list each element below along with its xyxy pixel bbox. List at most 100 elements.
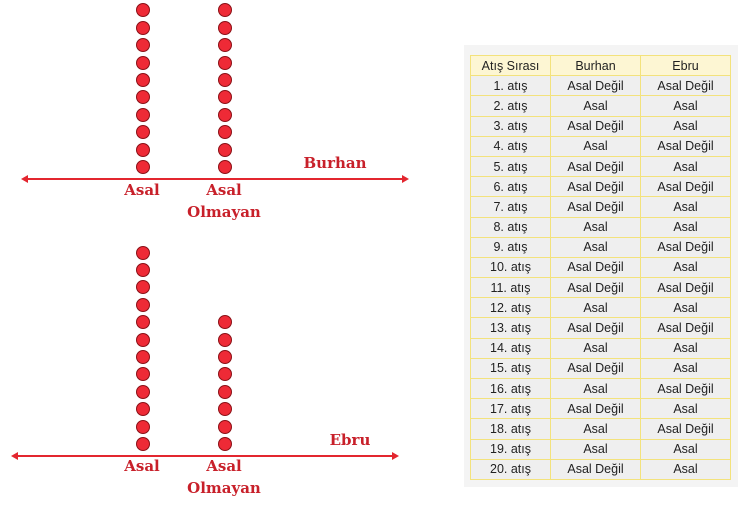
ebru-cell: Asal — [640, 357, 731, 380]
dot-marker — [136, 332, 150, 347]
dot-marker — [218, 367, 232, 382]
shot-order-cell: 7. atış — [470, 196, 551, 218]
dot-marker — [218, 315, 232, 330]
burhan-asal-olmayan-label-1: Asal — [206, 181, 242, 199]
burhan-cell: Asal — [550, 297, 641, 319]
dot-marker — [136, 125, 150, 140]
shot-order-cell: 10. atış — [470, 256, 551, 279]
ebru-asal-olmayan-label-1: Asal — [206, 457, 242, 475]
burhan-cell: Asal Değil — [550, 458, 641, 480]
ebru-cell: Asal — [640, 95, 731, 117]
shot-order-cell: 11. atış — [470, 277, 551, 299]
shot-order-cell: 2. atış — [470, 95, 551, 117]
burhan-cell: Asal Değil — [550, 357, 641, 380]
dot-marker — [136, 315, 150, 330]
shot-order-cell: 14. atış — [470, 337, 551, 359]
header-ebru: Ebru — [640, 54, 731, 77]
ebru-cell: Asal Değil — [640, 135, 731, 157]
dot-marker — [136, 142, 150, 157]
burhan-cell: Asal Değil — [550, 176, 641, 198]
dot-marker — [136, 263, 150, 277]
shot-order-cell: 17. atış — [470, 398, 551, 420]
ebru-cell: Asal Değil — [640, 277, 731, 299]
dot-marker — [218, 3, 232, 18]
burhan-series-label: Burhan — [303, 154, 367, 172]
burhan-cell: Asal — [550, 95, 641, 117]
dot-marker — [218, 419, 232, 434]
dot-marker — [136, 38, 150, 53]
ebru-cell: Asal Değil — [640, 236, 731, 258]
ebru-cell: Asal — [640, 256, 731, 279]
dot-marker — [218, 55, 232, 70]
dot-marker — [136, 20, 150, 35]
dot-marker — [218, 20, 232, 35]
ebru-cell: Asal — [640, 458, 731, 480]
ebru-cell: Asal Değil — [640, 418, 731, 440]
shot-order-cell: 5. atış — [470, 155, 551, 178]
ebru-cell: Asal Değil — [640, 176, 731, 198]
dot-marker — [136, 245, 150, 260]
dot-marker — [136, 367, 150, 382]
ebru-cell: Asal — [640, 216, 731, 238]
dot-marker — [136, 3, 150, 18]
shot-order-cell: 6. atış — [470, 176, 551, 198]
dot-marker — [218, 350, 232, 364]
burhan-cell: Asal — [550, 135, 641, 157]
dot-marker — [136, 90, 150, 105]
dot-marker — [136, 297, 150, 312]
dot-marker — [136, 107, 150, 122]
table-header-row: Atış Sırası Burhan Ebru — [470, 54, 731, 77]
dot-marker — [218, 142, 232, 157]
ebru-cell: Asal — [640, 155, 731, 178]
dot-marker — [136, 73, 150, 87]
burhan-cell: Asal Değil — [550, 155, 641, 178]
ebru-asal-label: Asal — [124, 457, 160, 475]
dot-marker — [136, 402, 150, 417]
shot-order-cell: 8. atış — [470, 216, 551, 238]
ebru-cell: Asal Değil — [640, 377, 731, 400]
shot-order-cell: 3. atış — [470, 115, 551, 137]
ebru-series-label: Ebru — [329, 431, 371, 449]
shot-order-cell: 18. atış — [470, 418, 551, 440]
burhan-cell: Asal — [550, 337, 641, 359]
ebru-cell: Asal — [640, 196, 731, 218]
ebru-cell: Asal Değil — [640, 317, 731, 339]
dot-marker — [218, 437, 232, 451]
burhan-cell: Asal Değil — [550, 115, 641, 137]
shot-order-cell: 4. atış — [470, 135, 551, 157]
shot-order-cell: 13. atış — [470, 317, 551, 339]
dot-marker — [136, 280, 150, 295]
dot-marker — [136, 160, 150, 174]
shot-order-cell: 19. atış — [470, 438, 551, 460]
shot-order-cell: 9. atış — [470, 236, 551, 258]
burhan-cell: Asal Değil — [550, 398, 641, 420]
shot-order-cell: 16. atış — [470, 377, 551, 400]
shot-order-cell: 20. atış — [470, 458, 551, 480]
dot-marker — [218, 160, 232, 174]
dot-marker — [218, 125, 232, 140]
burhan-axis-line — [21, 175, 409, 183]
dot-marker — [218, 107, 232, 122]
burhan-cell: Asal Değil — [550, 317, 641, 339]
dot-marker — [136, 437, 150, 451]
burhan-asal-label: Asal — [124, 181, 160, 199]
burhan-dot-plot: Burhan Asal Asal Olmayan — [0, 0, 440, 230]
ebru-cell: Asal — [640, 438, 731, 460]
dot-marker — [136, 419, 150, 434]
burhan-cell: Asal — [550, 377, 641, 400]
